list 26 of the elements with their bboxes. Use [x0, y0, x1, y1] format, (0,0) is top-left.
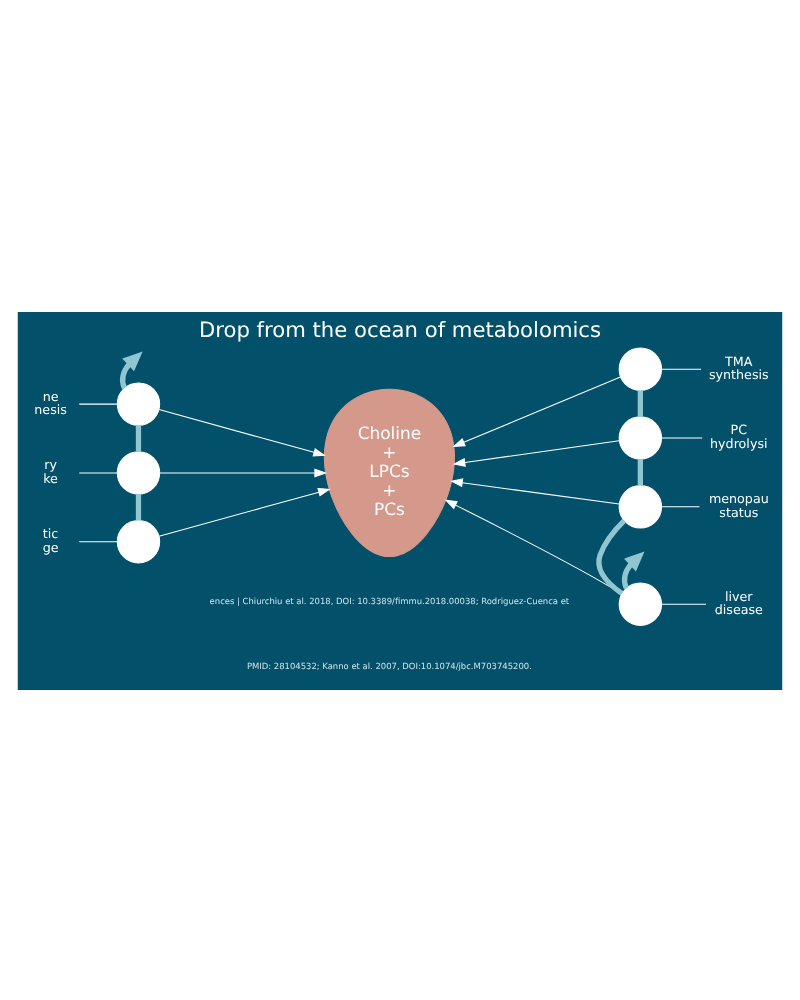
- connector: [661, 602, 707, 604]
- node-circle: [116, 381, 161, 425]
- arrow: [452, 375, 621, 447]
- node-circle: [618, 484, 663, 528]
- node-circle: [116, 519, 161, 563]
- connector: [135, 493, 142, 520]
- arrow: [158, 487, 331, 536]
- connector: [135, 424, 142, 451]
- connector: [637, 389, 643, 416]
- node-circle: [116, 450, 161, 494]
- arrow: [452, 439, 620, 466]
- arrow: [450, 477, 620, 504]
- connector: [661, 436, 703, 438]
- connector: [637, 458, 643, 485]
- diagram-title: Drop from the ocean of metabolomics: [198, 318, 602, 343]
- node-circle: [618, 415, 663, 459]
- connector: [661, 505, 700, 507]
- connector: [78, 540, 118, 542]
- connector: [78, 402, 118, 404]
- connector: [661, 367, 702, 369]
- arrow: [159, 467, 328, 477]
- node-circle: [618, 346, 663, 390]
- arrow: [158, 408, 326, 456]
- connector: [78, 471, 118, 473]
- node-circle: [618, 581, 663, 625]
- connector: [596, 517, 627, 595]
